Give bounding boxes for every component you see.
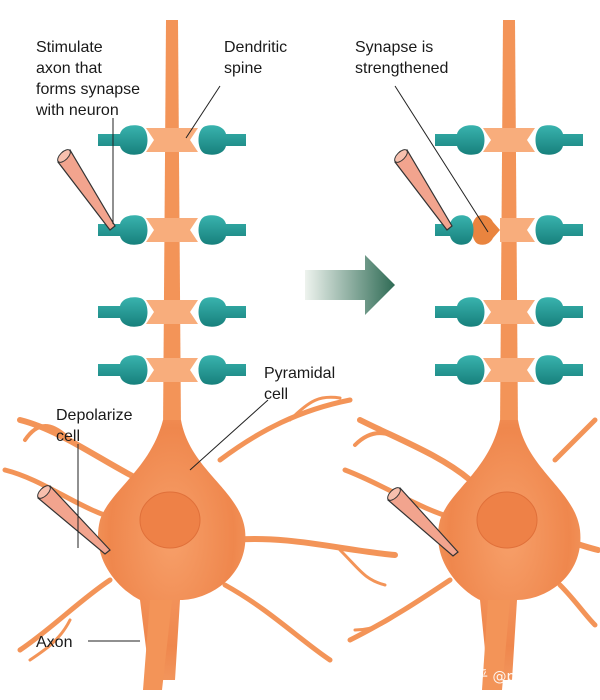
axon-terminal [435,297,485,327]
axon-terminal [535,215,583,245]
dendritic-spine [483,358,535,382]
axon-terminal [435,125,485,155]
label-pyramidal-cell: Pyramidal cell [264,365,340,403]
axon-terminal [535,297,583,327]
right-synapse-row-1 [435,125,583,155]
left-synapse-row-3 [98,297,246,327]
electrode-icon [387,487,459,557]
label-synapse-strengthened: Synapse is strengthened [355,39,448,77]
label-depolarize-cell: Depolarize cell [56,407,137,445]
left-dendrite-branches [2,395,398,663]
axon-terminal [198,125,246,155]
right-synapse-row-4 [435,355,583,385]
axon-terminal [198,297,246,327]
label-stimulate-axon: Stimulate axon that forms synapse with n… [35,39,145,119]
dendritic-spine [146,300,198,324]
left-nucleus [139,491,201,549]
right-neuron [342,20,600,690]
dendritic-spine [146,358,198,382]
left-synapse-row-4 [98,355,246,385]
left-neuron [2,20,398,690]
electrode-icon [394,149,453,231]
axon-terminal [98,125,148,155]
right-axon [482,600,510,690]
axon-terminal [435,355,485,385]
label-dendritic-spine: Dendritic spine [224,39,292,77]
axon-terminal [98,355,148,385]
right-nucleus [476,491,538,549]
right-soma [438,420,581,680]
watermark: 知乎 @psycho-cnq [460,668,587,685]
right-arrow-icon [305,255,395,315]
axon-terminal [98,297,148,327]
axon-terminal [198,355,246,385]
left-soma [98,420,246,680]
right-synapses [435,125,583,385]
dendritic-spine [146,218,198,242]
axon-terminal [435,215,474,245]
right-synapse-row-3 [435,297,583,327]
dendritic-spine [146,128,198,152]
axon-terminal [535,355,583,385]
dendritic-spine [500,218,535,242]
left-synapse-row-2 [98,215,246,245]
leader-lines [77,85,489,642]
dendritic-spine [483,128,535,152]
right-synapse-row-2-strengthened [435,215,583,245]
axon-terminal [98,215,148,245]
left-synapses [98,125,246,385]
axon-terminal [198,215,246,245]
dendritic-spine [483,300,535,324]
electrode-icon [37,485,111,555]
label-axon: Axon [36,634,72,651]
left-synapse-row-1 [98,125,246,155]
strengthened-dendritic-spine [472,215,500,245]
axon-terminal [535,125,583,155]
left-axon [143,600,172,690]
electrode-icon [57,149,116,231]
